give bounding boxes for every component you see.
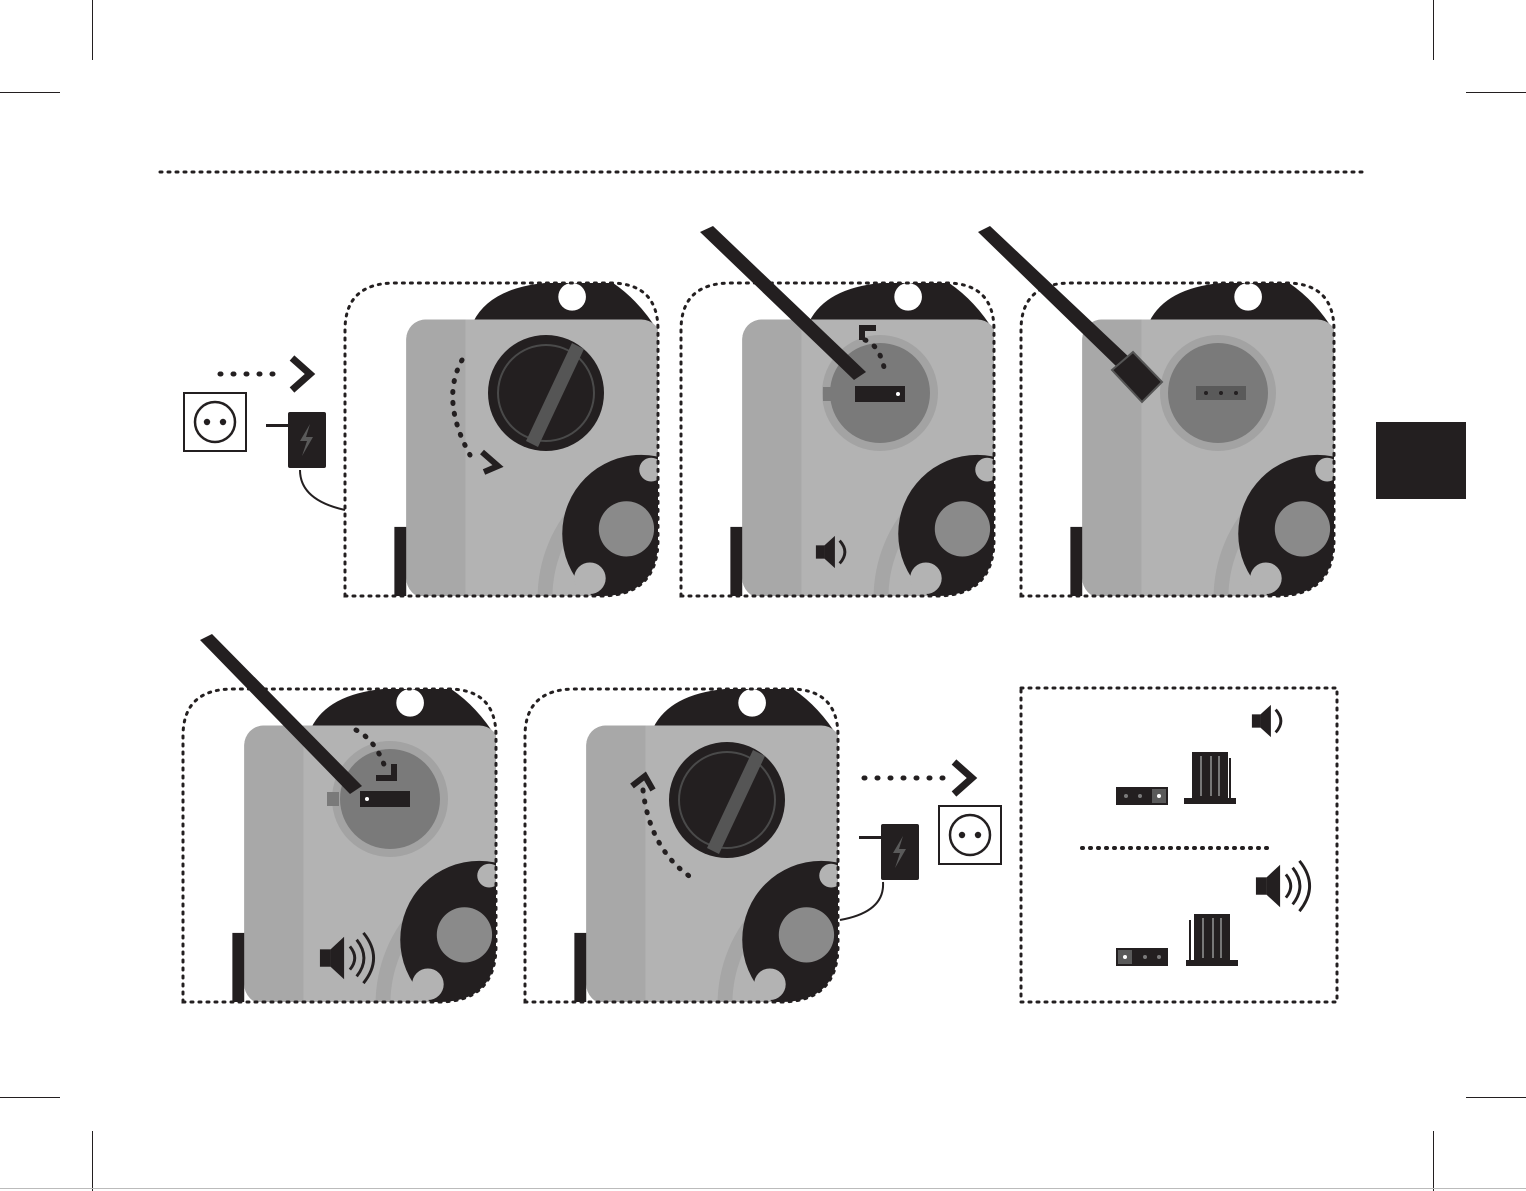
- step-5-panel: [525, 688, 1004, 1147]
- volume-legend-panel: [1021, 688, 1337, 1002]
- adapter-cable: [300, 470, 345, 510]
- power-adapter-icon: [266, 412, 326, 468]
- adapter-cable: [840, 882, 883, 920]
- dotted-arrow-icon: [864, 762, 972, 794]
- power-adapter-icon: [859, 824, 919, 880]
- battery-cover-closed: [669, 742, 785, 858]
- dotted-arrow-icon: [220, 358, 310, 390]
- step-3-panel: [978, 226, 1500, 741]
- jumper-connector-icon: [1116, 787, 1168, 805]
- speaker-high-volume-icon: [1256, 861, 1310, 911]
- power-outlet-icon: [939, 806, 1001, 864]
- jumper-side-view-icon: [1186, 914, 1238, 966]
- battery-cover-closed: [488, 335, 604, 451]
- speaker-low-volume-icon: [1252, 705, 1281, 737]
- jumper-side-view-icon: [1184, 752, 1236, 804]
- power-outlet-icon: [184, 393, 246, 451]
